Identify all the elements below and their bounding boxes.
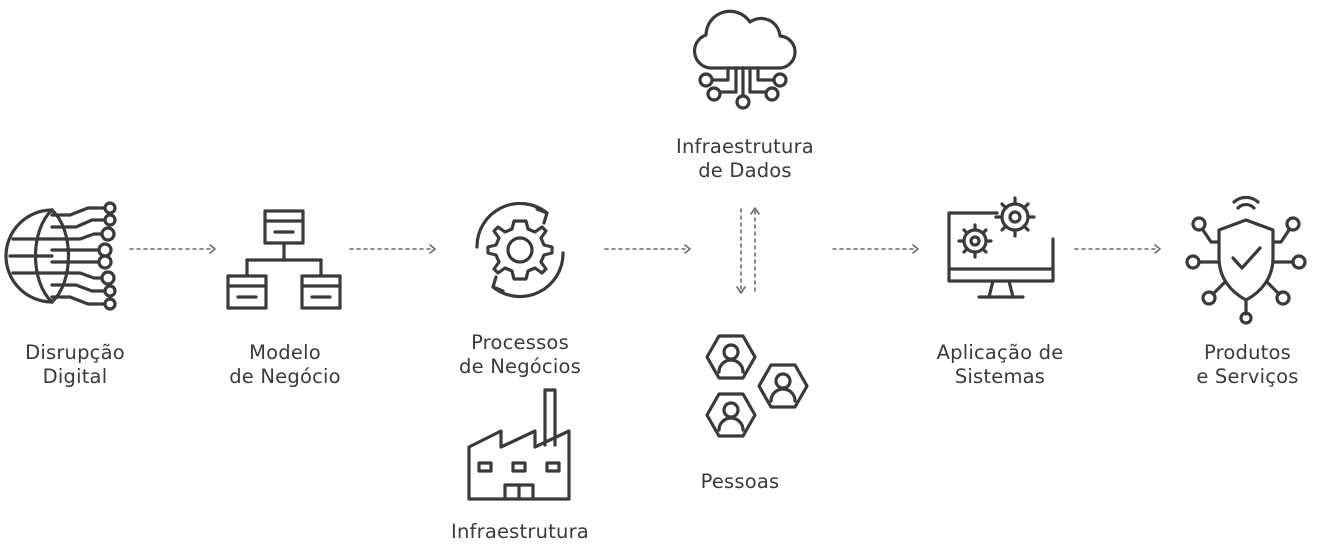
arrow-model-to-processes — [349, 243, 440, 255]
label-data-infrastructure: Infraestrutura de Dados — [660, 135, 830, 183]
gear-cycle-icon — [465, 195, 575, 305]
arrow-people-to-systems — [832, 243, 923, 255]
label-infrastructure: Infraestrutura — [440, 520, 600, 544]
label-line: de Dados — [698, 159, 792, 182]
people-hexagons-icon — [703, 332, 818, 444]
label-products-services: Produtos e Serviços — [1175, 341, 1320, 389]
label-line: Modelo — [249, 341, 321, 364]
monitor-gears-icon — [945, 195, 1060, 307]
label-business-model: Modelo de Negócio — [210, 341, 360, 389]
label-business-processes: Processos de Negócios — [440, 331, 600, 379]
circuit-globe-icon — [4, 201, 120, 311]
label-line: Sistemas — [954, 365, 1046, 388]
factory-icon — [465, 385, 575, 503]
arrow-disruption-to-model — [129, 243, 220, 255]
label-line: Infraestrutura — [676, 135, 814, 158]
label-line: de Negócio — [229, 365, 341, 388]
shield-check-network-icon — [1185, 190, 1307, 325]
label-systems-application: Aplicação de Sistemas — [915, 341, 1085, 389]
org-chart-icon — [225, 208, 345, 313]
label-line: Pessoas — [700, 470, 780, 493]
label-line: Disrupção — [25, 341, 125, 364]
arrow-data-people-bidirectional — [733, 205, 763, 297]
label-line: e Serviços — [1196, 365, 1299, 388]
label-line: Infraestrutura — [451, 520, 589, 543]
label-line: Processos — [471, 331, 569, 354]
label-line: Digital — [42, 365, 108, 388]
label-disruption-digital: Disrupção Digital — [0, 341, 150, 389]
arrow-processes-to-data — [604, 243, 695, 255]
label-people: Pessoas — [680, 470, 800, 494]
label-line: Produtos — [1203, 341, 1291, 364]
cloud-network-icon — [688, 9, 798, 110]
label-line: de Negócios — [459, 355, 581, 378]
arrow-systems-to-products — [1074, 243, 1165, 255]
label-line: Aplicação de — [936, 341, 1064, 364]
